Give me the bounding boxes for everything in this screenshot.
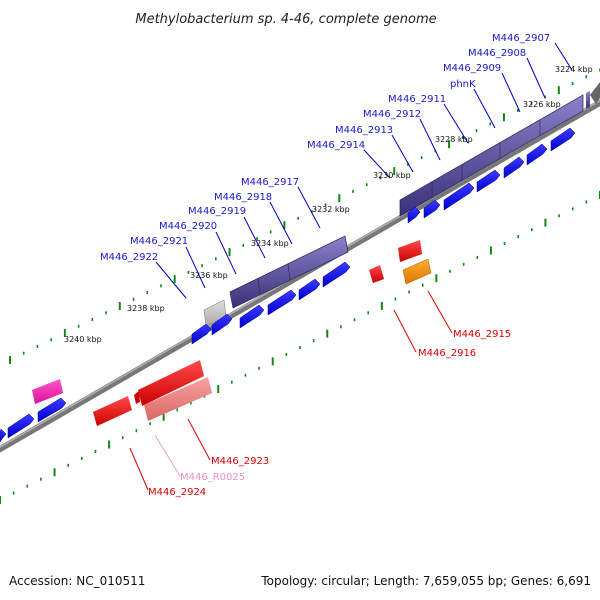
forward-cds-arrow xyxy=(191,323,212,345)
gene-label[interactable]: M446_2918 xyxy=(214,192,272,203)
gene-block-pink xyxy=(144,377,212,421)
topology-text: Topology: circular; Length: 7,659,055 bp… xyxy=(260,574,591,588)
reverse-cds-track xyxy=(32,240,432,426)
gene-label[interactable]: M446_2916 xyxy=(418,348,476,359)
forward-cds-arrow xyxy=(298,278,321,301)
forward-cds-arrow xyxy=(423,199,441,219)
forward-cds-arrow xyxy=(443,182,475,211)
forward-cds-arrow xyxy=(0,428,7,443)
cog-track xyxy=(203,91,590,327)
forward-cds-arrow xyxy=(7,413,35,439)
gene-label[interactable]: M446_2909 xyxy=(443,63,501,74)
kbp-label: 3230 kbp xyxy=(373,171,411,180)
kbp-label: 3238 kbp xyxy=(127,304,165,313)
gene-label[interactable]: M446_2911 xyxy=(388,94,446,105)
accession-text: Accession: NC_010511 xyxy=(9,574,145,588)
gene-block-purple xyxy=(399,94,584,217)
forward-cds-arrow xyxy=(267,289,297,316)
forward-cds-arrow xyxy=(407,206,421,224)
forward-cds-arrow xyxy=(37,397,67,423)
kbp-label: 3240 kbp xyxy=(64,335,102,344)
gene-block-red xyxy=(369,265,384,283)
gene-block-orange xyxy=(402,258,432,285)
forward-cds-arrow xyxy=(550,127,576,152)
gene-label[interactable]: M446_2908 xyxy=(468,48,526,59)
gene-label[interactable]: M446_2922 xyxy=(100,252,158,263)
forward-cds-arrow xyxy=(239,304,265,329)
forward-cds-arrow xyxy=(503,156,525,179)
gene-label[interactable]: phnK xyxy=(450,79,476,90)
gene-label[interactable]: M446_2921 xyxy=(130,236,188,247)
forward-cds-arrow xyxy=(526,143,548,166)
gene-block-red xyxy=(93,396,132,426)
kbp-label: 3224 kbp xyxy=(555,65,593,74)
gene-label[interactable]: M446_2915 xyxy=(453,329,511,340)
gene-block-magenta xyxy=(32,379,63,404)
map-title: Methylobacterium sp. 4-46, complete geno… xyxy=(135,12,436,27)
forward-cds-arrow xyxy=(322,261,351,288)
gene-block-purple xyxy=(586,91,590,109)
gene-label[interactable]: M446_2923 xyxy=(211,456,269,467)
kbp-label: 3228 kbp xyxy=(435,135,473,144)
gene-block-grey-edge xyxy=(590,82,600,104)
kbp-label: 3232 kbp xyxy=(312,205,350,214)
forward-cds-track xyxy=(0,127,576,443)
gene-label[interactable]: M446_2907 xyxy=(492,33,550,44)
tick-marks xyxy=(0,68,600,504)
kbp-label: 3236 kbp xyxy=(190,271,228,280)
gene-label[interactable]: M446_2919 xyxy=(188,206,246,217)
gene-label[interactable]: M446_2914 xyxy=(307,140,365,151)
kbp-label: 3234 kbp xyxy=(251,239,289,248)
forward-cds-arrow xyxy=(476,169,501,193)
gene-label[interactable]: M446_R0025 xyxy=(180,472,245,483)
gene-block-red xyxy=(138,360,204,406)
gene-label[interactable]: M446_2912 xyxy=(363,109,421,120)
gene-block-red xyxy=(398,240,422,262)
kbp-label: 3226 kbp xyxy=(523,100,561,109)
forward-cds-arrow xyxy=(211,313,233,336)
gene-label[interactable]: M446_2920 xyxy=(159,221,217,232)
gene-label[interactable]: M446_2917 xyxy=(241,177,299,188)
gene-label[interactable]: M446_2913 xyxy=(335,125,393,136)
gene-label[interactable]: M446_2924 xyxy=(148,487,206,498)
